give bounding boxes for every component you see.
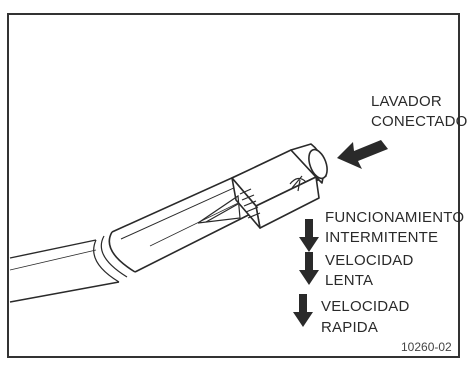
fast-label-line1: VELOCIDAD (321, 298, 410, 315)
slow-down-arrow (299, 252, 319, 285)
scale-arrow (197, 194, 241, 224)
fast-down-arrow (293, 294, 313, 327)
stalk-head (231, 143, 328, 229)
intermittent-label-line1: FUNCIONAMIENTO (325, 209, 465, 226)
intermittent-label-line2: INTERMITENTE (325, 229, 439, 246)
fast-label-line2: RAPIDA (321, 319, 379, 336)
intermittent-down-arrow (299, 219, 319, 252)
washer-label-line1: LAVADOR (371, 93, 442, 110)
slow-label-line1: VELOCIDAD (325, 252, 414, 269)
slow-label-line2: LENTA (325, 272, 374, 289)
washer-push-arrow (337, 140, 388, 169)
washer-symbol-icon (289, 175, 307, 192)
washer-label-line2: CONECTADO (371, 113, 468, 130)
figure-code: 10260-02 (401, 340, 452, 354)
position-markings (239, 188, 261, 219)
